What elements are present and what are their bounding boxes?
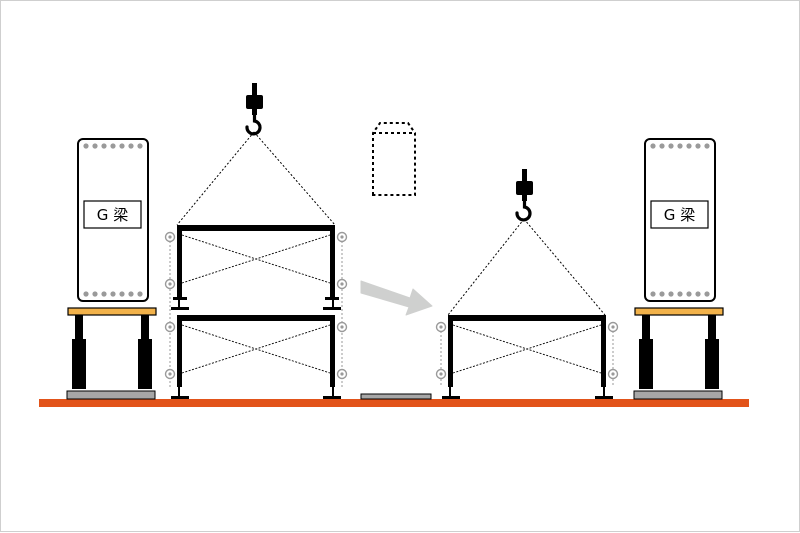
left-beam-label-box	[83, 200, 142, 229]
right-beam-assembly: G 梁	[633, 138, 724, 400]
left-support-cap	[67, 307, 157, 316]
right-support-cap	[634, 307, 724, 316]
single-level-scaffold	[435, 169, 619, 399]
right-beam-label-box	[650, 200, 709, 229]
right-beam-bolts-top	[650, 143, 710, 149]
floor-plate	[360, 393, 432, 400]
left-beam-bolts-top	[83, 143, 143, 149]
two-level-scaffold	[164, 83, 348, 399]
right-beam-bolts-bottom	[650, 291, 710, 297]
crane-hook-icon	[515, 169, 533, 222]
removed-frame-outline	[372, 122, 416, 196]
crane-hook-icon	[245, 83, 263, 136]
left-support-base	[66, 390, 156, 400]
ground-line	[39, 399, 749, 407]
right-support-base	[633, 390, 723, 400]
left-beam-bolts-bottom	[83, 291, 143, 297]
movement-arrow-icon	[360, 280, 433, 316]
right-beam-label: G 梁	[664, 206, 695, 224]
left-beam-label: G 梁	[97, 206, 128, 224]
left-beam-assembly: G 梁	[66, 138, 157, 400]
